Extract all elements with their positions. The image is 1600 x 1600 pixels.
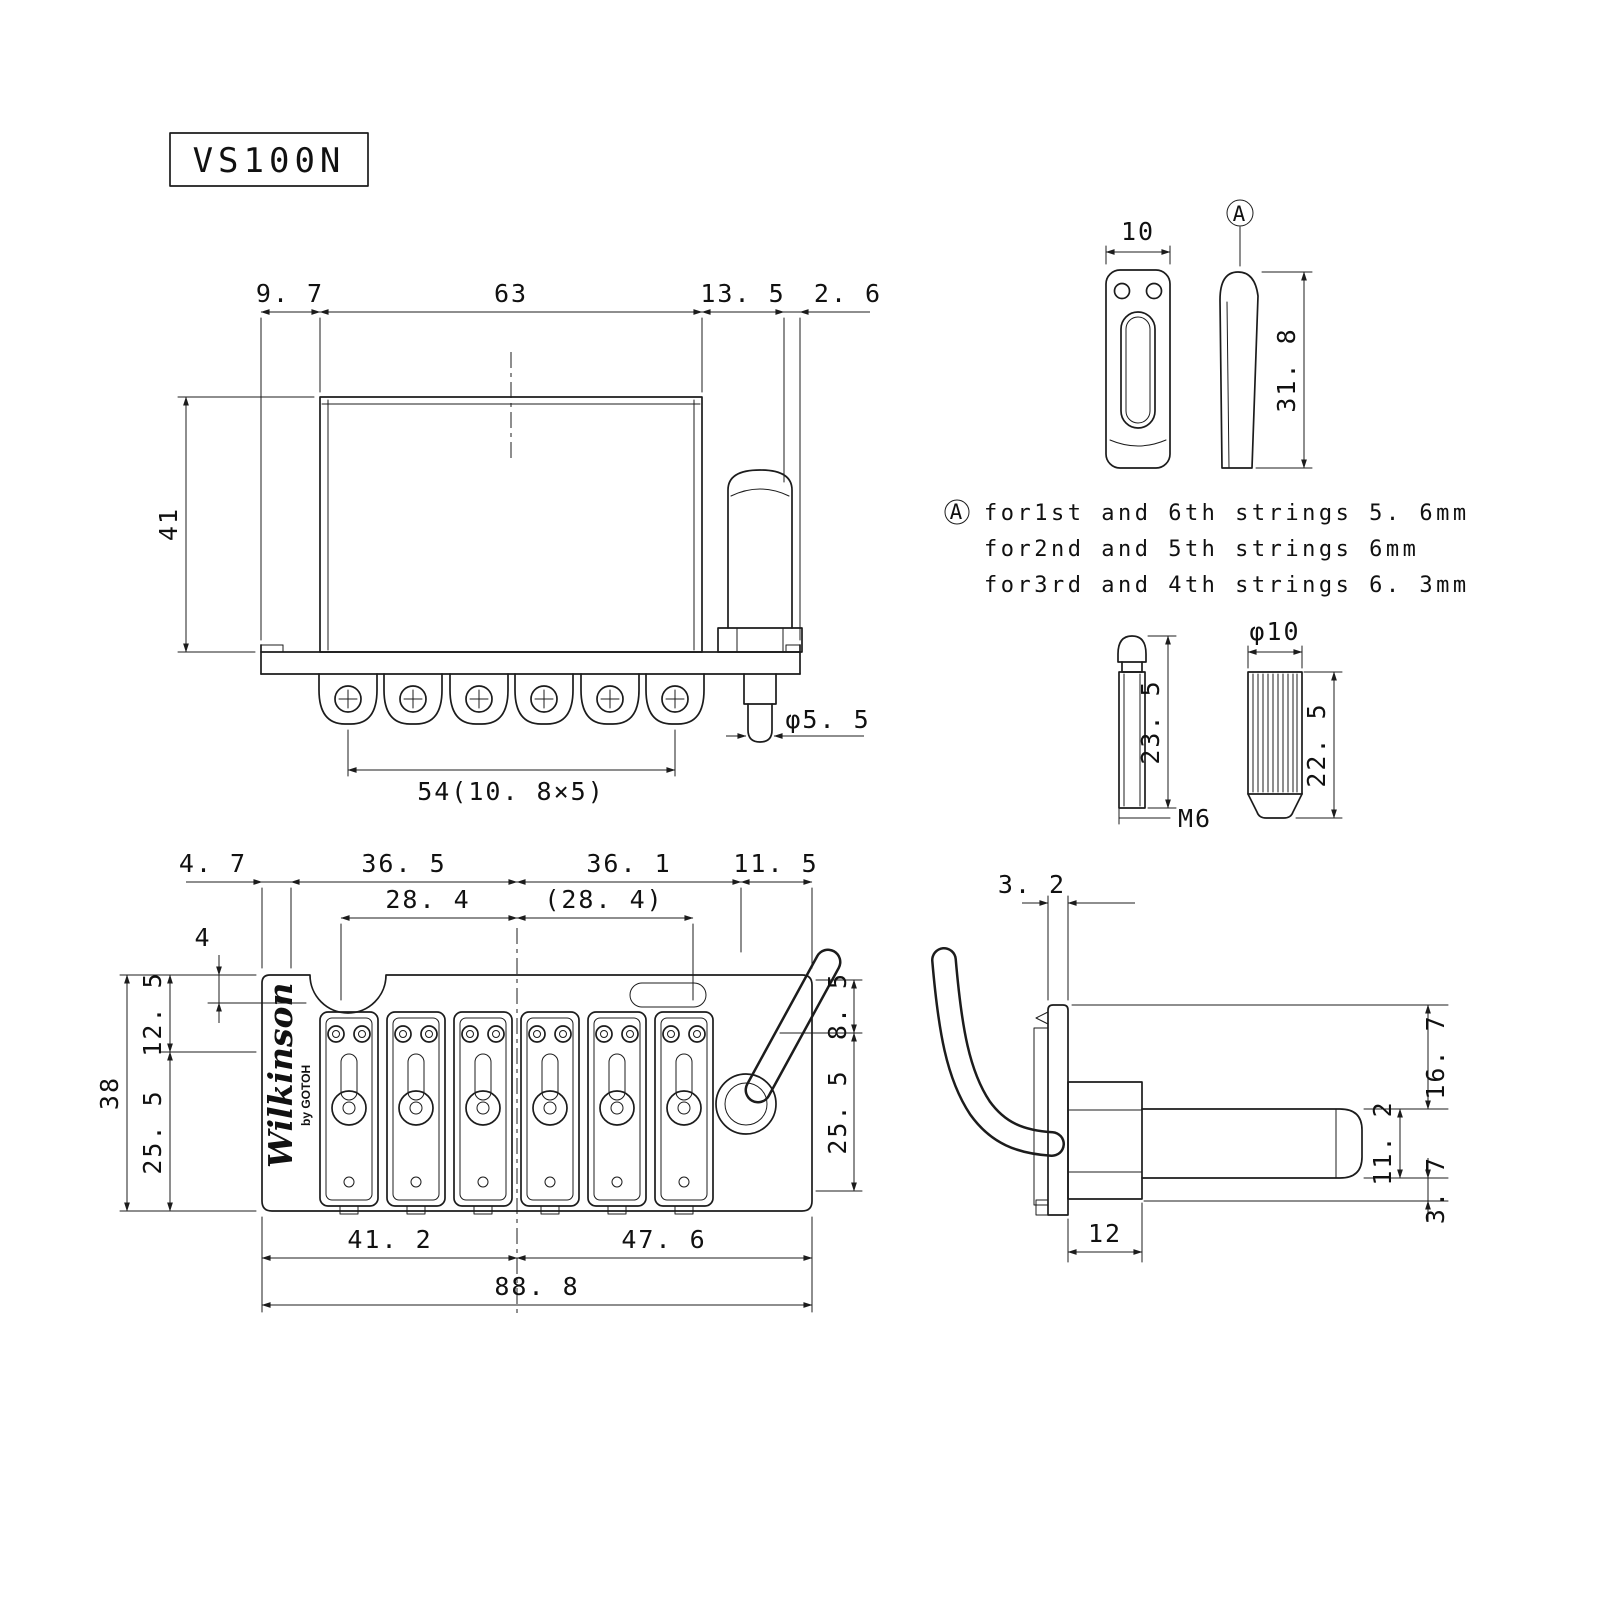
saddle-notes: A for1st and 6th strings 5. 6mm for2nd a… (944, 499, 1470, 598)
note-line-3: for3rd and 4th strings 6. 3mm (984, 573, 1470, 598)
title-block: VS100N (169, 132, 369, 187)
dim-22-5: 22. 5 (1302, 702, 1331, 787)
dim-13-5: 13. 5 (700, 279, 785, 308)
dim-4: 4 (194, 923, 211, 952)
stud-detail-view: 23. 5 M6 φ10 22. 5 (1117, 617, 1343, 833)
dim-25-5-right: 25. 5 (823, 1069, 852, 1154)
dim-38: 38 (95, 1076, 124, 1110)
dim-41: 41 (154, 507, 183, 541)
dim-phi-10: φ10 (1249, 617, 1300, 646)
top-view: Wilkinson by GOTOH 4. 7 36. 5 36. 1 11. … (95, 849, 863, 1318)
dim-47-6: 47. 6 (621, 1225, 706, 1254)
dim-63: 63 (494, 279, 528, 308)
dim-12-5: 12. 5 (138, 971, 167, 1056)
note-marker-a: A (950, 500, 965, 524)
logo-wilkinson: Wilkinson (261, 982, 300, 1168)
dim-10: 10 (1121, 217, 1155, 246)
dim-36-5: 36. 5 (361, 849, 446, 878)
dim-31-8: 31. 8 (1272, 327, 1301, 412)
dim-9-7: 9. 7 (256, 279, 324, 308)
dim-54: 54(10. 8×5) (417, 777, 605, 806)
drawing-title: VS100N (193, 141, 346, 181)
note-line-2: for2nd and 5th strings 6mm (984, 537, 1419, 562)
logo-by-gotoh: by GOTOH (299, 1065, 313, 1126)
saddle-detail-view: 10 A 31. 8 (1105, 199, 1313, 469)
front-view: 9. 7 63 13. 5 2. 6 41 54(10. 8×5) φ5. 5 (154, 279, 882, 806)
dim-8-5: 8. 5 (823, 972, 852, 1040)
dim-11-2: 11. 2 (1368, 1100, 1397, 1185)
dim-23-5: 23. 5 (1136, 679, 1165, 764)
dim-2-6: 2. 6 (814, 279, 882, 308)
dim-phi-5-5: φ5. 5 (785, 705, 870, 734)
dim-4-7: 4. 7 (179, 849, 247, 878)
knurl-hatching (1252, 673, 1298, 793)
dim-11-5: 11. 5 (733, 849, 818, 878)
dim-88-8: 88. 8 (494, 1272, 579, 1301)
marker-a: A (1233, 202, 1248, 226)
dim-28-4-ref: (28. 4) (544, 885, 663, 914)
dim-36-1: 36. 1 (586, 849, 671, 878)
dim-3-7: 3. 7 (1421, 1156, 1450, 1224)
dim-25-5-left: 25. 5 (138, 1089, 167, 1174)
brand-logo: Wilkinson by GOTOH (261, 982, 313, 1168)
thread-m6: M6 (1178, 804, 1212, 833)
arm-side-view: 3. 2 16. 7 11. 2 3. 7 12 (931, 870, 1450, 1263)
dim-12: 12 (1088, 1219, 1122, 1248)
dim-3-2: 3. 2 (998, 870, 1066, 899)
note-line-1: for1st and 6th strings 5. 6mm (984, 501, 1470, 526)
dim-41-2: 41. 2 (347, 1225, 432, 1254)
dim-16-7: 16. 7 (1421, 1014, 1450, 1099)
dim-28-4: 28. 4 (385, 885, 470, 914)
